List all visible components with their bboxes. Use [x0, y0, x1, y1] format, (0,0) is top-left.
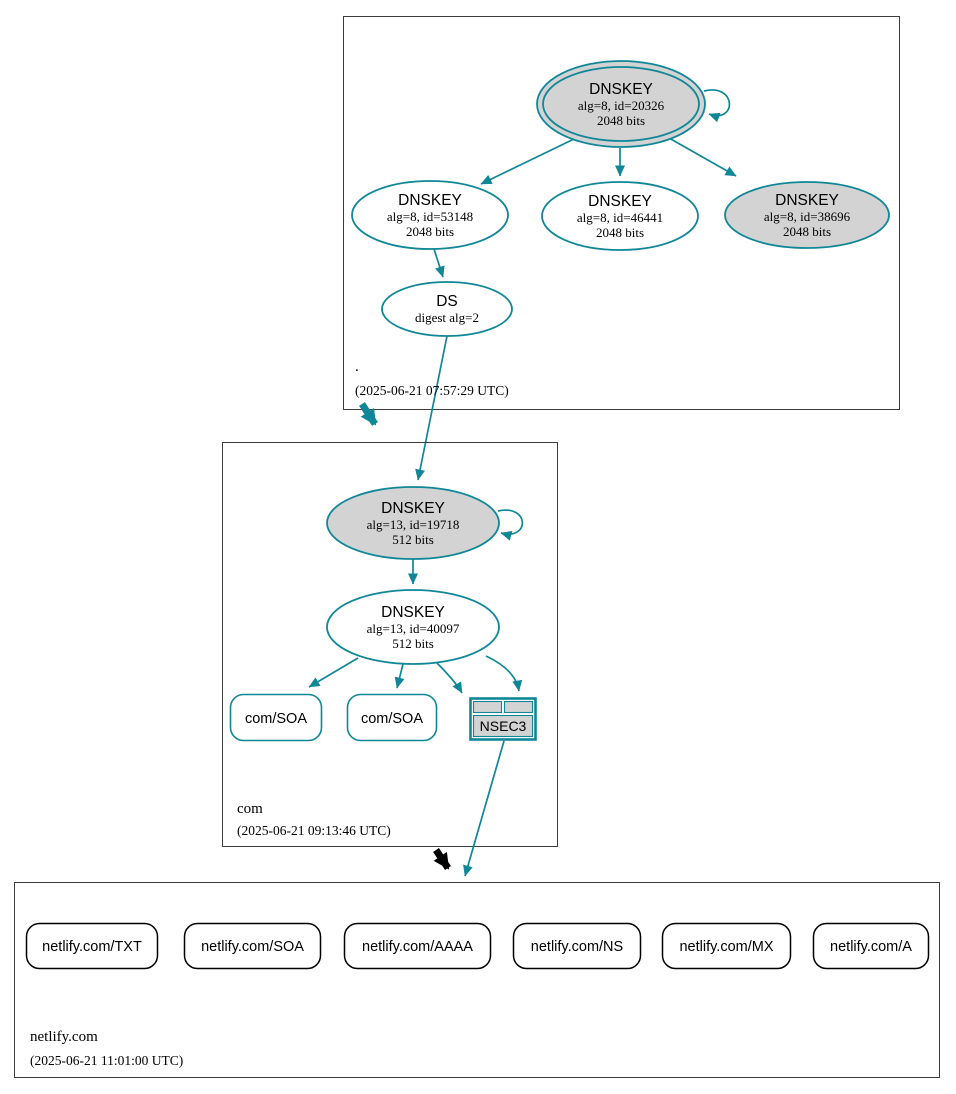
root-ksk-bits: 2048 bits — [597, 113, 645, 128]
root-ds-node: DS digest alg=2 — [381, 281, 513, 337]
netlify-record-txt: netlify.com/TXT — [25, 922, 159, 970]
edge-root-zsk1-to-ds — [433, 248, 445, 278]
com-soa1-label: com/SOA — [245, 711, 307, 727]
netlify-record-soa-rect — [183, 922, 322, 970]
root-zsk1-ellipse — [351, 180, 509, 250]
com-zsk-ellipse — [326, 589, 500, 665]
netlify-record-txt-label: netlify.com/TXT — [42, 939, 142, 955]
root-ksk-detail: alg=8, id=20326 — [578, 98, 665, 113]
edge-com-nsec3-to-netlify — [463, 740, 505, 877]
com-nsec3-cell-left — [472, 700, 503, 714]
com-zone-box — [222, 442, 558, 847]
netlify-record-a-rect — [812, 922, 930, 970]
edge-root-ksk-selfloop — [703, 89, 731, 123]
netlify-record-aaaa-label: netlify.com/AAAA — [362, 939, 473, 955]
netlify-record-aaaa: netlify.com/AAAA — [343, 922, 492, 970]
root-zsk3-title: DNSKEY — [775, 192, 839, 209]
com-nsec3-label: NSEC3 — [480, 718, 527, 734]
root-ds-detail: digest alg=2 — [415, 310, 479, 325]
com-soa2-rect — [346, 693, 438, 742]
root-zsk2-title: DNSKEY — [588, 193, 652, 210]
root-zsk2-bits: 2048 bits — [596, 225, 644, 240]
com-ksk-node: DNSKEY alg=13, id=19718 512 bits — [326, 486, 500, 560]
root-zsk1-node: DNSKEY alg=8, id=53148 2048 bits — [351, 180, 509, 250]
com-nsec3-cell-right — [503, 700, 534, 714]
com-ksk-ellipse — [326, 486, 500, 560]
root-zsk1-detail: alg=8, id=53148 — [387, 209, 473, 224]
root-ksk-title: DNSKEY — [589, 81, 653, 98]
com-ksk-title: DNSKEY — [381, 500, 445, 517]
com-nsec3-body — [472, 714, 534, 738]
root-zsk3-ellipse — [724, 181, 890, 249]
root-zsk3-node: DNSKEY alg=8, id=38696 2048 bits — [724, 181, 890, 249]
root-ds-title: DS — [436, 293, 458, 310]
edge-com-zsk-to-soa2 — [394, 663, 405, 689]
root-ksk-inner-ellipse — [542, 66, 700, 142]
edge-root-ds-to-com-ksk — [415, 335, 448, 481]
com-soa1-rect — [229, 693, 323, 742]
netlify-zone-timestamp: (2025-06-21 11:01:00 UTC) — [30, 1053, 183, 1068]
netlify-zone-label: netlify.com — [30, 1029, 98, 1045]
root-zsk1-title: DNSKEY — [398, 192, 462, 209]
root-zone-box — [343, 16, 900, 410]
edge-root-ksk-to-zsk1 — [480, 138, 575, 185]
root-ksk-node: DNSKEY alg=8, id=20326 2048 bits — [536, 60, 706, 148]
com-ksk-bits: 512 bits — [392, 532, 434, 547]
root-zsk3-detail: alg=8, id=38696 — [764, 209, 851, 224]
root-ksk-outer-ellipse — [536, 60, 706, 148]
root-ds-ellipse — [381, 281, 513, 337]
edge-com-to-netlify-delegation — [433, 848, 451, 870]
com-zsk-detail: alg=13, id=40097 — [367, 621, 460, 636]
root-zone-timestamp: (2025-06-21 07:57:29 UTC) — [355, 383, 509, 398]
root-zsk2-node: DNSKEY alg=8, id=46441 2048 bits — [541, 181, 699, 251]
edge-com-ksk-selfloop — [497, 509, 524, 541]
com-nsec3-node: NSEC3 — [469, 697, 537, 741]
edge-root-to-com-delegation — [359, 402, 378, 426]
com-soa2-label: com/SOA — [361, 711, 423, 727]
com-zsk-bits: 512 bits — [392, 636, 434, 651]
edge-com-zsk-to-nsec3-a — [435, 661, 463, 694]
netlify-record-a-label: netlify.com/A — [830, 939, 912, 955]
edge-root-ksk-to-zsk3 — [668, 137, 737, 177]
com-zsk-node: DNSKEY alg=13, id=40097 512 bits — [326, 589, 500, 665]
netlify-record-ns-rect — [512, 922, 642, 970]
root-zsk2-ellipse — [541, 181, 699, 251]
netlify-record-mx-label: netlify.com/MX — [679, 939, 773, 955]
netlify-record-soa-label: netlify.com/SOA — [201, 939, 304, 955]
com-soa1-node: com/SOA — [229, 693, 323, 742]
com-zsk-title: DNSKEY — [381, 604, 445, 621]
netlify-record-mx-rect — [661, 922, 792, 970]
root-zone-label: . — [355, 359, 359, 375]
netlify-record-ns-label: netlify.com/NS — [531, 939, 623, 955]
edge-com-zsk-to-soa1 — [308, 657, 359, 688]
netlify-record-ns: netlify.com/NS — [512, 922, 642, 970]
netlify-record-a: netlify.com/A — [812, 922, 930, 970]
com-soa2-node: com/SOA — [346, 693, 438, 742]
netlify-record-txt-rect — [25, 922, 159, 970]
com-zone-label: com — [237, 801, 263, 817]
com-zone-timestamp: (2025-06-21 09:13:46 UTC) — [237, 823, 391, 838]
netlify-zone-box — [14, 882, 940, 1078]
netlify-record-soa: netlify.com/SOA — [183, 922, 322, 970]
root-zsk2-detail: alg=8, id=46441 — [577, 210, 663, 225]
netlify-record-aaaa-rect — [343, 922, 492, 970]
com-ksk-detail: alg=13, id=19718 — [367, 517, 460, 532]
root-zsk3-bits: 2048 bits — [783, 224, 831, 239]
edge-com-zsk-to-nsec3-b — [485, 655, 523, 692]
netlify-record-mx: netlify.com/MX — [661, 922, 792, 970]
root-zsk1-bits: 2048 bits — [406, 224, 454, 239]
